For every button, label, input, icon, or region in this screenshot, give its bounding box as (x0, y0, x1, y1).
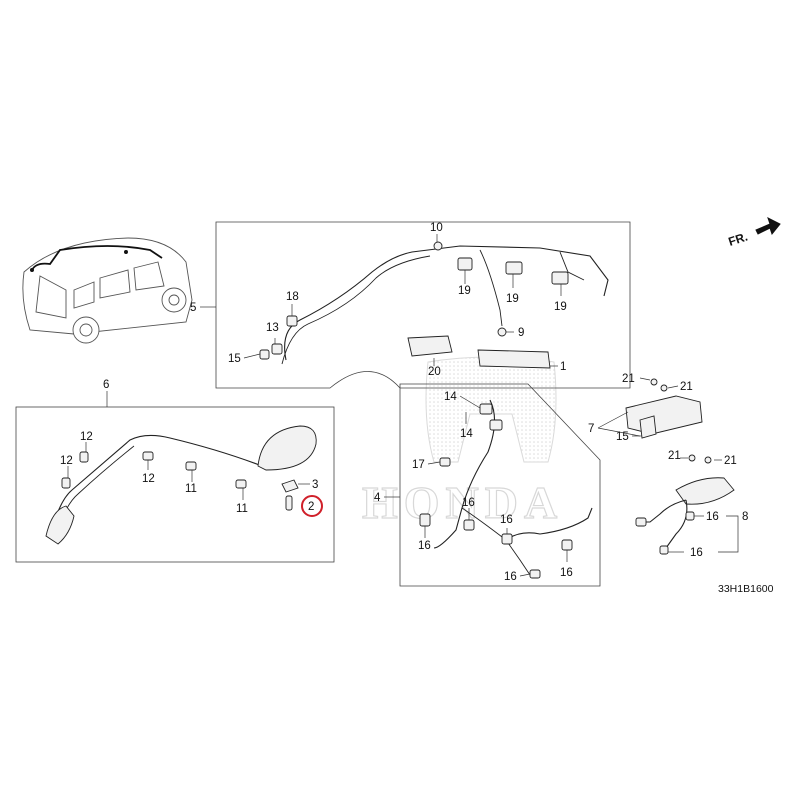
callout-20: 20 (428, 366, 441, 378)
front-direction-arrow: FR. (727, 217, 781, 249)
callout-18: 18 (286, 291, 299, 303)
callout-1: 1 (560, 361, 566, 373)
tailgate-harness-group (15, 391, 335, 563)
callout-5: 5 (190, 302, 196, 314)
callout-9: 9 (518, 327, 524, 339)
antenna-module-group (407, 335, 558, 369)
callout-21-c: 21 (668, 450, 681, 462)
callout-10: 10 (430, 222, 443, 234)
callout-21-a: 21 (622, 373, 635, 385)
callout-17: 17 (412, 459, 425, 471)
honda-watermark-text: HONDA (362, 477, 563, 528)
callout-16-e: 16 (504, 571, 517, 583)
callout-15-right: 15 (616, 431, 629, 443)
callout-11-right: 11 (236, 503, 248, 515)
callout-3: 3 (312, 479, 318, 491)
callout-21-b: 21 (680, 381, 693, 393)
callout-labels: 1 3 4 5 6 7 8 9 10 11 11 12 12 12 13 14 … (60, 222, 748, 583)
callout-14-bottom: 14 (460, 428, 473, 440)
callout-12-mid: 12 (142, 473, 155, 485)
floor-harness-group (384, 383, 601, 587)
callout-7: 7 (588, 423, 594, 435)
callout-16-a: 16 (418, 540, 431, 552)
callout-19-c: 19 (554, 301, 567, 313)
callout-19-a: 19 (458, 285, 471, 297)
callout-4: 4 (374, 492, 381, 504)
callout-14-top: 14 (444, 391, 457, 403)
callout-11-left: 11 (185, 483, 197, 495)
vehicle-thumbnail (22, 237, 193, 344)
callout-16-g: 16 (690, 547, 703, 559)
callout-13: 13 (266, 322, 279, 334)
unit-8-group (635, 454, 739, 555)
diagram-code: 33H1B1600 (718, 583, 774, 595)
callout-16-c: 16 (500, 514, 513, 526)
callout-21-d: 21 (724, 455, 737, 467)
callout-12-left: 12 (60, 455, 73, 467)
callout-6: 6 (103, 379, 109, 391)
callout-15-left: 15 (228, 353, 241, 365)
control-unit-7-group (597, 377, 703, 439)
callout-16-b: 16 (462, 497, 475, 509)
front-arrow-icon (755, 217, 781, 236)
callout-12-top: 12 (80, 431, 93, 443)
callout-8: 8 (742, 511, 748, 523)
callout-19-b: 19 (506, 293, 519, 305)
roof-harness-group (200, 221, 631, 389)
callout-16-f: 16 (706, 511, 719, 523)
front-direction-label: FR. (727, 230, 750, 249)
callout-16-d: 16 (560, 567, 573, 579)
callout-2-highlight-ring (301, 495, 323, 517)
callout-2: 2 (308, 501, 314, 513)
